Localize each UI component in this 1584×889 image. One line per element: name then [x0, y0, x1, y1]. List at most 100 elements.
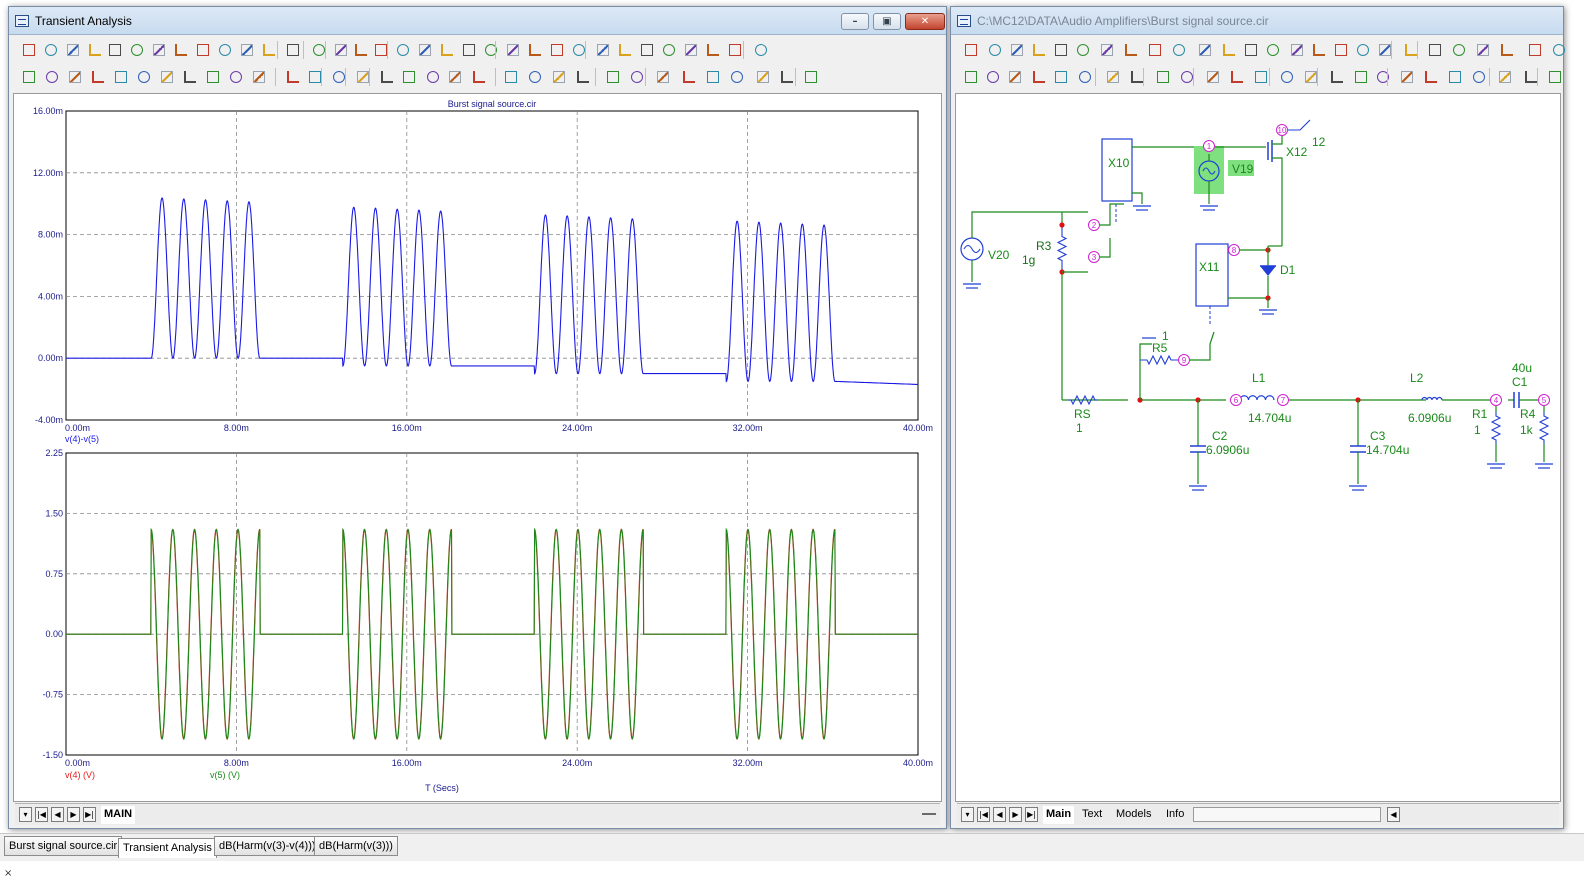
left-row2-tool-button-14[interactable]: [329, 67, 348, 86]
right-row2-tool-button-23[interactable]: [1495, 67, 1514, 86]
left-row2-tool-button-25[interactable]: [603, 67, 622, 86]
left-row1-tool-button-13[interactable]: [283, 40, 302, 59]
right-row1-tool-button-8[interactable]: [1121, 40, 1140, 59]
right-row1-tool-button-3[interactable]: [1007, 40, 1026, 59]
close-button[interactable]: ✕: [905, 13, 945, 30]
left-row1-tool-button-31[interactable]: [681, 40, 700, 59]
right-row1-tool-button-14[interactable]: [1263, 40, 1282, 59]
right-row2-tool-button-18[interactable]: [1373, 67, 1392, 86]
left-row2-tool-button-3[interactable]: [65, 67, 84, 86]
right-row2-tool-button-3[interactable]: [1005, 67, 1024, 86]
right-row2-tool-button-15[interactable]: [1301, 67, 1320, 86]
doc-tab-harm-diff[interactable]: dB(Harm(v(3)-v(4))): [214, 836, 321, 856]
left-row2-tool-button-19[interactable]: [445, 67, 464, 86]
right-row1-tool-button-9[interactable]: [1145, 40, 1164, 59]
right-row2-tool-button-2[interactable]: [983, 67, 1002, 86]
right-row2-tool-button-13[interactable]: [1251, 67, 1270, 86]
left-row1-tool-button-11[interactable]: [237, 40, 256, 59]
right-row1-tool-button-21[interactable]: [1425, 40, 1444, 59]
right-titlebar[interactable]: C:\MC12\DATA\Audio Amplifiers\Burst sign…: [951, 7, 1563, 35]
right-row1-tool-button-25[interactable]: [1525, 40, 1544, 59]
left-row1-tool-button-33[interactable]: [725, 40, 744, 59]
left-row1-tool-button-20[interactable]: [437, 40, 456, 59]
left-row2-tool-button-26[interactable]: [627, 67, 646, 86]
right-row2-tool-button-16[interactable]: [1327, 67, 1346, 86]
left-row1-tool-button-22[interactable]: [481, 40, 500, 59]
left-row1-tool-button-28[interactable]: [615, 40, 634, 59]
next-tab-button[interactable]: ▶: [1009, 807, 1022, 822]
left-row1-tool-button-21[interactable]: [459, 40, 478, 59]
left-row1-tool-button-29[interactable]: [637, 40, 656, 59]
left-row2-tool-button-13[interactable]: [305, 67, 324, 86]
right-row1-tool-button-16[interactable]: [1309, 40, 1328, 59]
doc-tab-transient-analysis[interactable]: Transient Analysis: [118, 838, 217, 858]
right-row1-tool-button-5[interactable]: [1051, 40, 1070, 59]
right-row1-tool-button-20[interactable]: [1401, 40, 1420, 59]
tab-text[interactable]: Text: [1082, 808, 1103, 820]
right-row1-tool-button-11[interactable]: [1195, 40, 1214, 59]
right-row2-tool-button-22[interactable]: [1469, 67, 1488, 86]
right-row2-tool-button-24[interactable]: [1521, 67, 1540, 86]
minimize-button[interactable]: –: [841, 13, 869, 30]
right-row2-tool-button-9[interactable]: [1153, 67, 1172, 86]
left-row1-tool-button-12[interactable]: [259, 40, 278, 59]
left-row1-tool-button-8[interactable]: [171, 40, 190, 59]
right-row1-tool-button-7[interactable]: [1097, 40, 1116, 59]
right-row1-tool-button-19[interactable]: [1375, 40, 1394, 59]
right-row1-tool-button-1[interactable]: [961, 40, 980, 59]
doc-tab-schematic[interactable]: Burst signal source.cir: [4, 836, 123, 856]
left-row1-tool-button-34[interactable]: [751, 40, 770, 59]
left-row2-tool-button-4[interactable]: [88, 67, 107, 86]
right-row2-tool-button-1[interactable]: [961, 67, 980, 86]
left-row1-tool-button-30[interactable]: [659, 40, 678, 59]
left-row1-tool-button-19[interactable]: [415, 40, 434, 59]
left-row1-tool-button-10[interactable]: [215, 40, 234, 59]
right-row2-tool-button-12[interactable]: [1227, 67, 1246, 86]
right-row2-tool-button-11[interactable]: [1203, 67, 1222, 86]
right-row1-tool-button-15[interactable]: [1287, 40, 1306, 59]
prev-tab-button[interactable]: ◀: [51, 807, 64, 822]
left-row2-tool-button-33[interactable]: [801, 67, 820, 86]
left-row2-tool-button-21[interactable]: [501, 67, 520, 86]
left-row1-tool-button-27[interactable]: [593, 40, 612, 59]
left-titlebar[interactable]: Transient Analysis – ▣ ✕: [9, 7, 946, 35]
left-row2-tool-button-9[interactable]: [203, 67, 222, 86]
left-row1-tool-button-3[interactable]: [63, 40, 82, 59]
left-row1-tool-button-1[interactable]: [19, 40, 38, 59]
left-row2-tool-button-22[interactable]: [525, 67, 544, 86]
right-row1-tool-button-23[interactable]: [1473, 40, 1492, 59]
left-row1-tool-button-16[interactable]: [351, 40, 370, 59]
left-row1-tool-button-18[interactable]: [393, 40, 412, 59]
right-row2-tool-button-5[interactable]: [1051, 67, 1070, 86]
first-tab-button[interactable]: |◀: [35, 807, 48, 822]
left-row2-tool-button-11[interactable]: [249, 67, 268, 86]
tab-models[interactable]: Models: [1116, 808, 1152, 820]
left-row2-tool-button-10[interactable]: [226, 67, 245, 86]
left-row1-tool-button-4[interactable]: [85, 40, 104, 59]
left-row1-tool-button-23[interactable]: [503, 40, 522, 59]
right-row1-tool-button-24[interactable]: [1497, 40, 1516, 59]
close-doc-icon[interactable]: ×: [4, 868, 13, 879]
left-row1-tool-button-7[interactable]: [149, 40, 168, 59]
doc-tab-harm[interactable]: dB(Harm(v(3))): [314, 836, 398, 856]
left-row1-tool-button-5[interactable]: [105, 40, 124, 59]
horizontal-scrollbar[interactable]: [1193, 807, 1381, 822]
left-row1-tool-button-17[interactable]: [371, 40, 390, 59]
tab-dropdown-button[interactable]: ▾: [19, 807, 32, 822]
right-row2-tool-button-8[interactable]: [1127, 67, 1146, 86]
right-row1-tool-button-18[interactable]: [1353, 40, 1372, 59]
left-row2-tool-button-31[interactable]: [753, 67, 772, 86]
left-row2-tool-button-30[interactable]: [727, 67, 746, 86]
left-row2-tool-button-32[interactable]: [777, 67, 796, 86]
left-row2-tool-button-8[interactable]: [180, 67, 199, 86]
left-row1-tool-button-2[interactable]: [41, 40, 60, 59]
right-row1-tool-button-6[interactable]: [1073, 40, 1092, 59]
left-row1-tool-button-25[interactable]: [547, 40, 566, 59]
left-row2-tool-button-24[interactable]: [573, 67, 592, 86]
left-row2-tool-button-16[interactable]: [377, 67, 396, 86]
scroll-left-button[interactable]: ◀: [1387, 807, 1400, 822]
next-tab-button[interactable]: ▶: [67, 807, 80, 822]
right-row1-tool-button-22[interactable]: [1449, 40, 1468, 59]
